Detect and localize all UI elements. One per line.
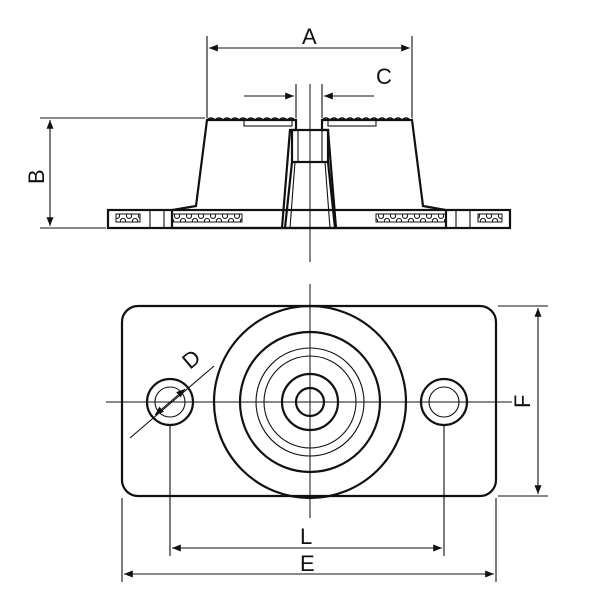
label-E: E xyxy=(300,551,315,576)
plan-view xyxy=(106,284,512,518)
plate-hole-left xyxy=(149,209,165,229)
section-view xyxy=(106,84,512,262)
dimension-F: F xyxy=(498,305,548,497)
top-insert-left xyxy=(243,119,293,127)
label-L: L xyxy=(300,524,312,549)
rubber-body-right xyxy=(320,118,448,230)
rubber-body-left xyxy=(170,118,298,230)
plate-end-left xyxy=(115,213,141,223)
dimension-E: E xyxy=(121,498,497,582)
base-plate xyxy=(106,208,512,230)
top-insert-right xyxy=(327,119,377,127)
dimension-L: L xyxy=(169,426,445,556)
dimension-A: A xyxy=(206,24,413,118)
label-D: D xyxy=(177,344,205,373)
plate-insert-right xyxy=(375,213,447,223)
plate-insert-left xyxy=(171,213,243,223)
top-scallop xyxy=(206,117,411,122)
plate-hole-right xyxy=(455,209,471,229)
plate-end-right xyxy=(477,213,503,223)
label-C: C xyxy=(376,64,392,89)
label-F: F xyxy=(510,395,535,408)
dimension-B: B xyxy=(24,117,205,229)
dimension-C: C xyxy=(244,64,392,118)
label-B: B xyxy=(24,169,49,184)
plan-base-plate xyxy=(120,304,498,498)
label-A: A xyxy=(302,24,317,49)
